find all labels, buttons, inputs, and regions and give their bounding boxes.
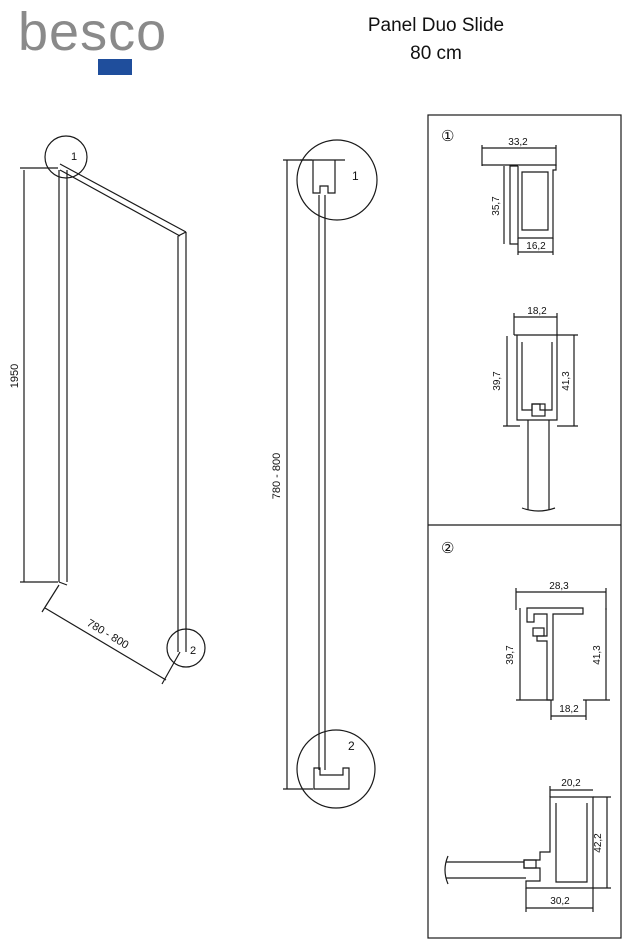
- section1-b-left: 39,7: [492, 371, 503, 391]
- section2-b-top: 20,2: [561, 778, 581, 789]
- section2-marker: ②: [441, 540, 454, 557]
- section1-b-right: 41,3: [561, 371, 572, 391]
- section1-a-bottom: 16,2: [526, 241, 546, 252]
- section2-profile-a: [526, 607, 584, 701]
- front-top-profile: [312, 160, 336, 194]
- section1-a-top: 33,2: [508, 137, 528, 148]
- iso-callout-circle-2: [166, 628, 206, 668]
- product-title: Panel Duo Slide 80 cm: [336, 12, 536, 68]
- section2-a-right: 41,3: [592, 645, 603, 665]
- section2-b-bottom: 30,2: [550, 896, 570, 907]
- section1-b-top: 18,2: [527, 306, 547, 317]
- iso-callout-1: 1: [71, 151, 77, 163]
- iso-width-ext-right: [161, 651, 181, 685]
- detail-box: [427, 114, 622, 939]
- iso-panel-bottom-edge: [58, 581, 68, 586]
- front-callout-1: 1: [352, 169, 359, 183]
- section2-b-glass-break: [444, 855, 449, 885]
- detail-section-2: ② 28,3 39,7 41,3 18,2 20,2 42,2 30,2: [441, 540, 611, 912]
- brand-logo-square: [98, 59, 132, 75]
- section2-a-left: 39,7: [505, 645, 516, 665]
- iso-height-dim: 1950: [9, 364, 21, 388]
- front-callout-circle-2: [296, 729, 376, 809]
- section2-profile-b: [523, 796, 594, 889]
- iso-width-dim: 780 - 800: [85, 617, 131, 651]
- front-width-dim: 780 - 800: [271, 453, 283, 499]
- detail-frame: [427, 114, 622, 939]
- section1-b-glass-break: [521, 507, 556, 512]
- iso-callout-circle-1: [44, 135, 88, 179]
- product-name: Panel Duo Slide: [367, 15, 505, 36]
- iso-panel-top-edge: [59, 163, 187, 233]
- section1-profile-b: [514, 334, 558, 421]
- front-callout-2: 2: [348, 739, 355, 753]
- section1-b-insert: [531, 403, 546, 417]
- brand-logo: besco: [18, 2, 218, 83]
- iso-view: 1950 780 - 800 1 2: [9, 135, 206, 685]
- iso-callout-2: 2: [190, 645, 196, 657]
- section2-b-right: 42,2: [593, 833, 604, 853]
- iso-profile-right-cap: [177, 231, 187, 237]
- section1-a-side: 35,7: [491, 196, 502, 216]
- section1-b-glass: [527, 420, 550, 510]
- iso-panel-top-edge-2: [59, 169, 181, 237]
- section2-a-insert: [532, 627, 545, 637]
- section2-a-bottom: 18,2: [559, 704, 579, 715]
- section2-b-insert: [523, 859, 537, 869]
- front-view: 780 - 800 1 2: [271, 139, 378, 809]
- brand-logo-text: besco: [18, 4, 167, 62]
- iso-width-dim-line: [44, 607, 167, 681]
- section2-a-top: 28,3: [549, 581, 569, 592]
- detail-section-1: ① 33,2 35,7 16,2 18,2 39,7 41,3: [441, 128, 578, 512]
- front-bottom-profile: [313, 767, 350, 790]
- section1-marker: ①: [441, 128, 454, 145]
- product-size: 80 cm: [410, 43, 462, 64]
- section2-b-glass: [446, 861, 526, 879]
- iso-width-ext-left: [41, 584, 60, 613]
- front-callout-circle-1: [296, 139, 378, 221]
